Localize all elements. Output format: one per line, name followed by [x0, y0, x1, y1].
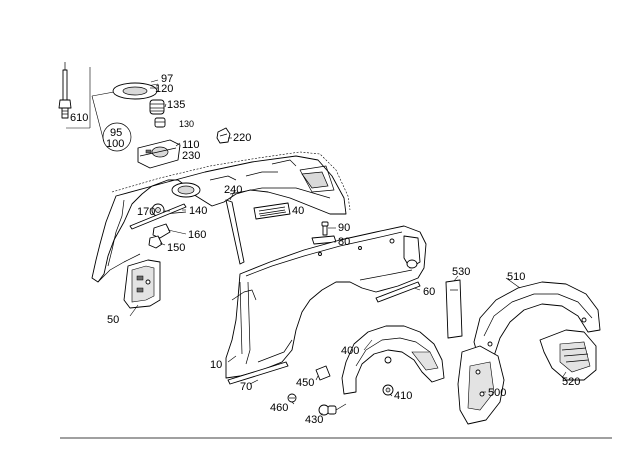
part-460-screw [287, 393, 297, 403]
label-220: 220 [233, 132, 251, 144]
label-80: 80 [338, 236, 350, 248]
part-530-strip [445, 279, 463, 339]
label-97: 97 [161, 73, 173, 85]
part-500-splash-shield [457, 345, 505, 425]
part-400-wheel-liner [341, 325, 445, 395]
part-135-spring [149, 99, 165, 115]
part-70-strip [227, 361, 289, 385]
label-510: 510 [507, 271, 525, 283]
part-150-clip [148, 235, 163, 249]
label-610: 610 [70, 112, 88, 124]
label-410: 410 [394, 390, 412, 402]
part-430-rivet [318, 403, 347, 416]
part-140-rod [129, 203, 187, 230]
part-10-quarter-panel [225, 225, 427, 379]
label-140: 140 [189, 205, 207, 217]
label-60: 60 [423, 286, 435, 298]
part-50-bracket [123, 259, 161, 309]
label-135: 135 [167, 99, 185, 111]
label-170: 170 [137, 206, 155, 218]
part-610-rod [58, 62, 91, 129]
inner-panel-assembly [91, 151, 351, 283]
label-450: 450 [296, 377, 314, 389]
part-520-splash-guard [539, 329, 597, 381]
part-160-clip [152, 223, 171, 239]
label-400: 400 [341, 345, 359, 357]
label-10: 10 [210, 359, 222, 371]
label-50: 50 [107, 314, 119, 326]
label-240: 240 [224, 184, 242, 196]
label-95: 95 [110, 127, 122, 139]
label-460: 460 [270, 402, 288, 414]
label-70: 70 [240, 381, 252, 393]
label-520: 520 [562, 376, 580, 388]
antenna-cap-parts [91, 79, 181, 169]
label-120: 120 [155, 83, 173, 95]
part-510-wheel-liner [473, 281, 601, 357]
label-230: 230 [182, 150, 200, 162]
part-220-clip [216, 127, 231, 144]
part-130-nut [154, 117, 166, 128]
label-150: 150 [167, 242, 185, 254]
part-410-clip [382, 384, 394, 396]
part-240-rod [225, 199, 245, 265]
leader-lines [129, 137, 567, 414]
label-100: 100 [106, 138, 124, 150]
label-530: 530 [452, 266, 470, 278]
label-500: 500 [488, 387, 506, 399]
part-110-housing [137, 139, 181, 169]
label-130: 130 [179, 119, 194, 129]
label-40: 40 [292, 205, 304, 217]
part-labels: 610 97 120 135 130 95 100 110 230 220 24… [70, 73, 580, 426]
part-90-bolt [321, 221, 329, 236]
label-160: 160 [188, 229, 206, 241]
part-450-clip [315, 365, 331, 381]
part-40-vent-grille [253, 202, 291, 220]
label-110: 110 [182, 139, 200, 151]
part-60-strip [375, 281, 421, 303]
label-90: 90 [338, 222, 350, 234]
label-430: 430 [305, 414, 323, 426]
